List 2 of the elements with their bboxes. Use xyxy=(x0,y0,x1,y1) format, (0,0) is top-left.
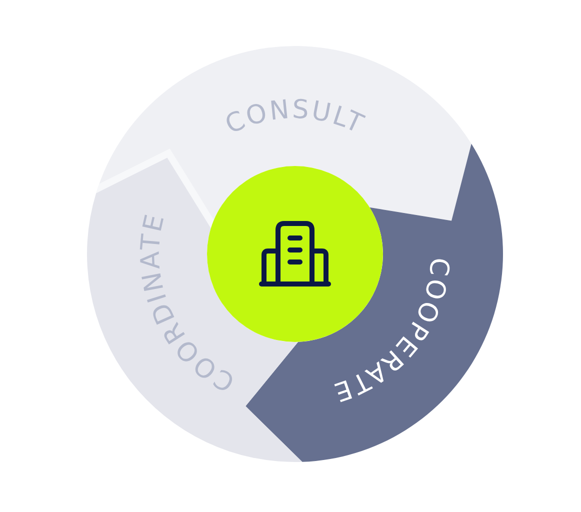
curved-arrow-segment xyxy=(246,144,503,462)
segment-label: CONSULT xyxy=(220,94,370,140)
